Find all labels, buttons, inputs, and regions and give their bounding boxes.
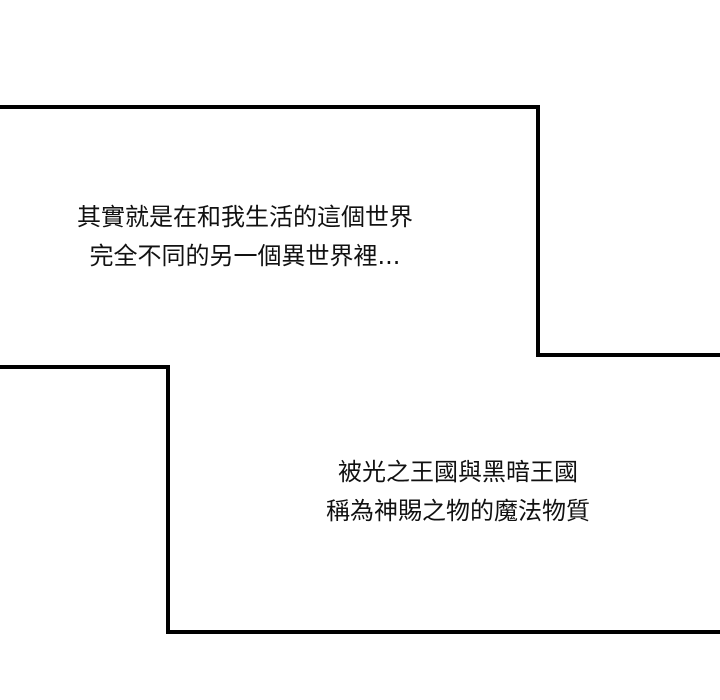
- caption-line: 稱為神賜之物的魔法物質: [326, 497, 590, 525]
- bottom-panel-top-border: [0, 365, 170, 369]
- caption-line: 完全不同的另一個異世界裡...: [89, 242, 401, 270]
- bottom-panel-left-border: [166, 365, 170, 634]
- caption-line: 被光之王國與黑暗王國: [338, 458, 578, 486]
- bottom-panel-bottom-border: [166, 630, 720, 634]
- bottom-caption: 被光之王國與黑暗王國 稱為神賜之物的魔法物質: [290, 453, 626, 531]
- top-panel-right-border: [536, 105, 540, 357]
- top-panel-top-border: [0, 105, 540, 109]
- top-panel-bottom-border: [536, 353, 720, 357]
- top-caption: 其實就是在和我生活的這個世界 完全不同的另一個異世界裡...: [45, 198, 445, 276]
- caption-line: 其實就是在和我生活的這個世界: [77, 203, 413, 231]
